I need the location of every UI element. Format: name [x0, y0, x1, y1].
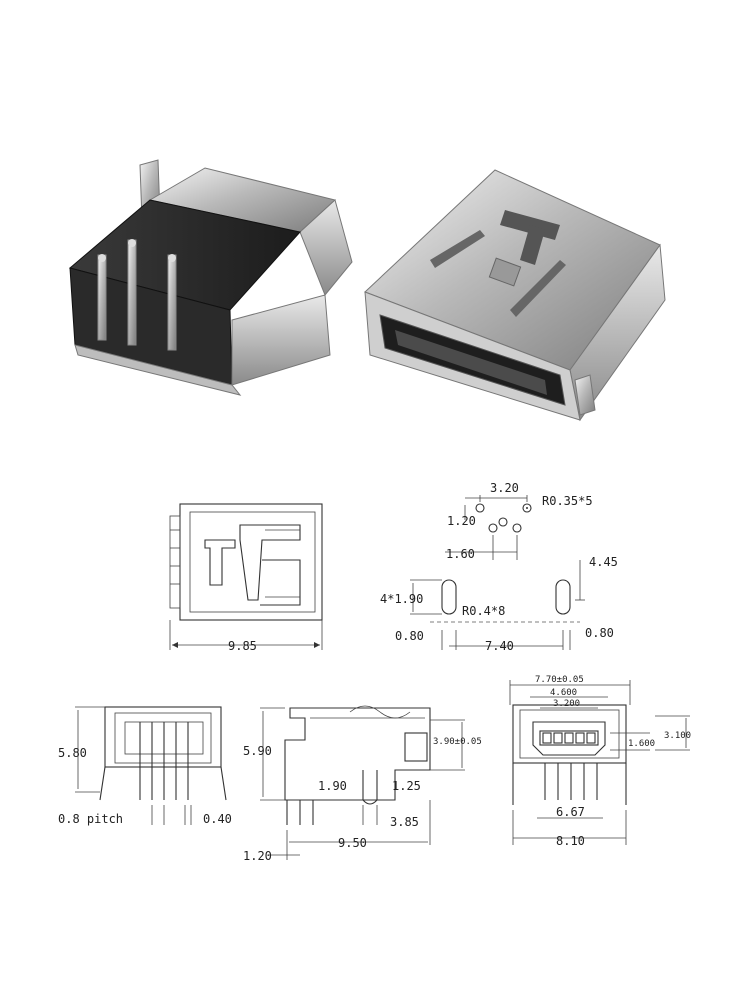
side-view-drawing	[260, 705, 465, 860]
side-view-peg-offset-label: 3.85	[390, 815, 419, 829]
top-view-drawing	[169, 503, 323, 650]
footprint-slot-width-left-label: 0.80	[395, 629, 424, 643]
rear-view-height-label: 5.80	[58, 746, 87, 760]
footprint-vertical-gap-label: 4.45	[589, 555, 618, 569]
footprint-slot-size-label: 4*1.90	[380, 592, 423, 606]
rear-view-pin-width-label: 0.40	[203, 812, 232, 826]
side-view-peg-width-label: 1.25	[392, 779, 421, 793]
footprint-pad-radius-label: R0.35*5	[542, 494, 593, 508]
front-view-total-width-label: 8.10	[556, 834, 585, 848]
connector-rear-photo	[68, 159, 353, 396]
top-view-width-label: 9.85	[228, 639, 257, 653]
footprint-pitch-label: 3.20	[490, 481, 519, 495]
footprint-slot-spacing-label: 7.40	[485, 639, 514, 653]
side-view-length-label: 9.50	[338, 836, 367, 850]
footprint-drawing	[410, 495, 585, 650]
footprint-slot-width-right-label: 0.80	[585, 626, 614, 640]
connector-front-photo	[364, 169, 666, 422]
front-view-slot-width-label: 3.200	[553, 699, 580, 709]
footprint-row-offset-label: 1.20	[447, 514, 476, 528]
footprint-pad-spacing-label: 1.60	[446, 547, 475, 561]
front-view-opening-height-label: 1.600	[628, 739, 655, 749]
footprint-slot-radius-label: R0.4*8	[462, 604, 505, 618]
rear-view-pitch-label: 0.8 pitch	[58, 812, 123, 826]
front-view-drawing	[509, 680, 690, 845]
side-view-height-label: 5.90	[243, 744, 272, 758]
front-view-pin-span-label: 6.67	[556, 805, 585, 819]
rear-view-drawing	[75, 706, 227, 825]
side-view-pin-length-label: 1.20	[243, 849, 272, 863]
side-view-pin-offset-label: 1.90	[318, 779, 347, 793]
front-view-inner-width-label: 4.600	[550, 688, 577, 698]
side-view-shell-height-label: 3.90±0.05	[433, 737, 482, 747]
front-view-outer-width-label: 7.70±0.05	[535, 675, 584, 685]
front-view-shell-height-label: 3.100	[664, 731, 691, 741]
